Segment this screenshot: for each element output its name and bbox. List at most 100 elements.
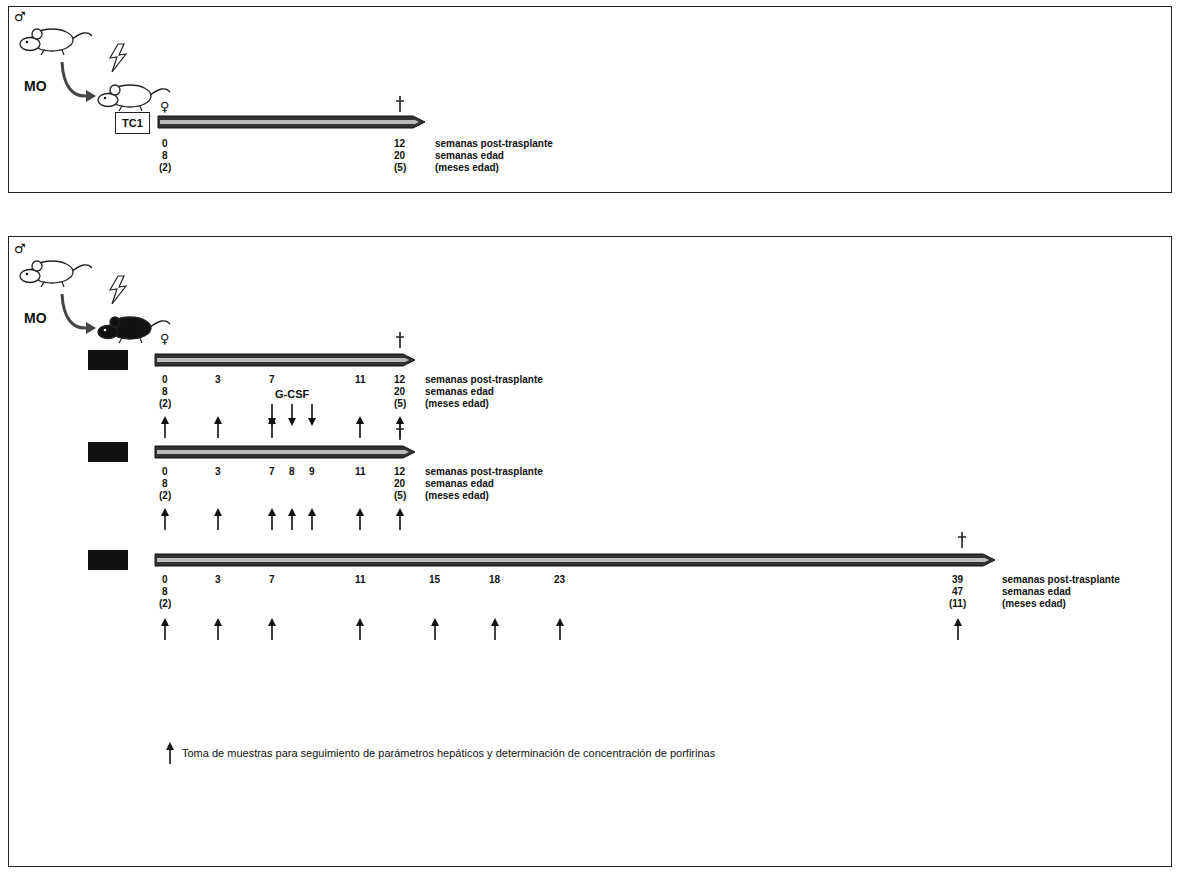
- sampling-arrow: [268, 416, 276, 438]
- axis-unit-label: (meses edad): [1002, 598, 1066, 610]
- age-months: (5): [394, 162, 406, 174]
- group-marker: [88, 550, 128, 570]
- week-number: 12: [394, 466, 405, 478]
- axis-unit-label: (meses edad): [435, 162, 499, 174]
- week-number: 0: [162, 574, 168, 586]
- sampling-arrow: [396, 508, 404, 530]
- axis-unit-label: semanas edad: [425, 386, 494, 398]
- injection-arrow: [288, 404, 296, 426]
- sampling-arrow: [356, 508, 364, 530]
- week-number: 3: [215, 466, 221, 478]
- death-cross: [958, 532, 966, 548]
- age-months: (5): [394, 398, 406, 410]
- week-number: 15: [429, 574, 440, 586]
- timeline-bar-highlight: [160, 120, 419, 124]
- age-months: (11): [949, 598, 966, 610]
- death-cross: [396, 424, 404, 440]
- week-number: 18: [489, 574, 500, 586]
- timeline-bar-highlight: [157, 450, 409, 454]
- age-weeks: 8: [162, 586, 168, 598]
- week-number: 11: [355, 574, 366, 586]
- week-number: 3: [215, 374, 221, 386]
- panel-frame: [9, 237, 1172, 867]
- timeline-bar-highlight: [157, 558, 989, 562]
- age-weeks: 8: [162, 386, 168, 398]
- axis-unit-label: semanas edad: [425, 478, 494, 490]
- sex-symbol: ♀: [160, 332, 170, 346]
- week-number: 7: [269, 466, 275, 478]
- week-number: 9: [309, 466, 315, 478]
- axis-unit-label: (meses edad): [425, 398, 489, 410]
- age-weeks: 8: [162, 478, 168, 490]
- sampling-arrow: [288, 508, 296, 530]
- sex-symbol: ♂: [14, 10, 26, 24]
- timeline-bar: [155, 354, 415, 366]
- week-number: 0: [162, 466, 168, 478]
- group-marker: [88, 350, 128, 370]
- injection-arrow: [308, 404, 316, 426]
- sampling-arrow: [356, 618, 364, 640]
- panel-frame: [9, 7, 1172, 193]
- sampling-arrow: [161, 416, 169, 438]
- week-number: 7: [269, 574, 275, 586]
- week-number: 11: [355, 466, 366, 478]
- sampling-arrow: [161, 508, 169, 530]
- age-weeks: 8: [162, 150, 168, 162]
- death-cross: [396, 96, 404, 112]
- timeline-bar: [158, 116, 425, 128]
- sampling-arrow: [214, 508, 222, 530]
- group-marker: [88, 442, 128, 462]
- sampling-arrow: [268, 618, 276, 640]
- legend-text: Toma de muestras para seguimiento de par…: [182, 747, 715, 759]
- sampling-arrow: [308, 508, 316, 530]
- week-number: 12: [394, 374, 405, 386]
- age-weeks: 47: [952, 586, 963, 598]
- age-months: (2): [159, 398, 171, 410]
- week-number: 7: [269, 374, 275, 386]
- timeline-bar-highlight: [157, 358, 409, 362]
- sampling-arrow: [954, 618, 962, 640]
- week-number: 39: [952, 574, 963, 586]
- axis-unit-label: semanas edad: [1002, 586, 1071, 598]
- week-number: 0: [162, 138, 168, 150]
- axis-unit-label: semanas post-trasplante: [435, 138, 553, 150]
- treatment-label: G-CSF: [275, 388, 309, 401]
- group-name: TC1: [122, 116, 143, 130]
- week-number: 3: [215, 574, 221, 586]
- sampling-arrow: [214, 618, 222, 640]
- age-months: (2): [159, 490, 171, 502]
- axis-unit-label: semanas post-trasplante: [425, 374, 543, 386]
- week-number: 8: [289, 466, 295, 478]
- sampling-arrow: [491, 618, 499, 640]
- death-cross: [396, 332, 404, 348]
- week-number: 12: [394, 138, 405, 150]
- age-months: (2): [159, 598, 171, 610]
- sampling-arrow: [431, 618, 439, 640]
- week-number: 23: [554, 574, 565, 586]
- axis-unit-label: semanas post-trasplante: [1002, 574, 1120, 586]
- source-label: MO: [24, 78, 47, 94]
- axis-unit-label: semanas edad: [435, 150, 504, 162]
- sex-symbol: ♀: [160, 100, 170, 114]
- irradiation-symbol: [110, 276, 126, 304]
- legend-arrow-sample: [166, 742, 174, 764]
- axis-unit-label: (meses edad): [425, 490, 489, 502]
- week-number: 11: [355, 374, 366, 386]
- sampling-arrow: [161, 618, 169, 640]
- mouse-figure: [98, 85, 170, 111]
- timeline-bar: [155, 554, 995, 566]
- sampling-arrow: [214, 416, 222, 438]
- sex-symbol: ♂: [14, 242, 26, 256]
- sampling-arrow: [268, 508, 276, 530]
- legend-entry: Toma de muestras para seguimiento de par…: [182, 746, 715, 760]
- mouse-figure: [98, 317, 170, 343]
- sampling-arrow: [556, 618, 564, 640]
- timeline-bar: [155, 446, 415, 458]
- transfer-arrow: [62, 294, 96, 334]
- source-label: MO: [24, 310, 47, 326]
- injection-arrow: [268, 404, 276, 426]
- age-months: (2): [159, 162, 171, 174]
- mouse-figure: [20, 261, 92, 287]
